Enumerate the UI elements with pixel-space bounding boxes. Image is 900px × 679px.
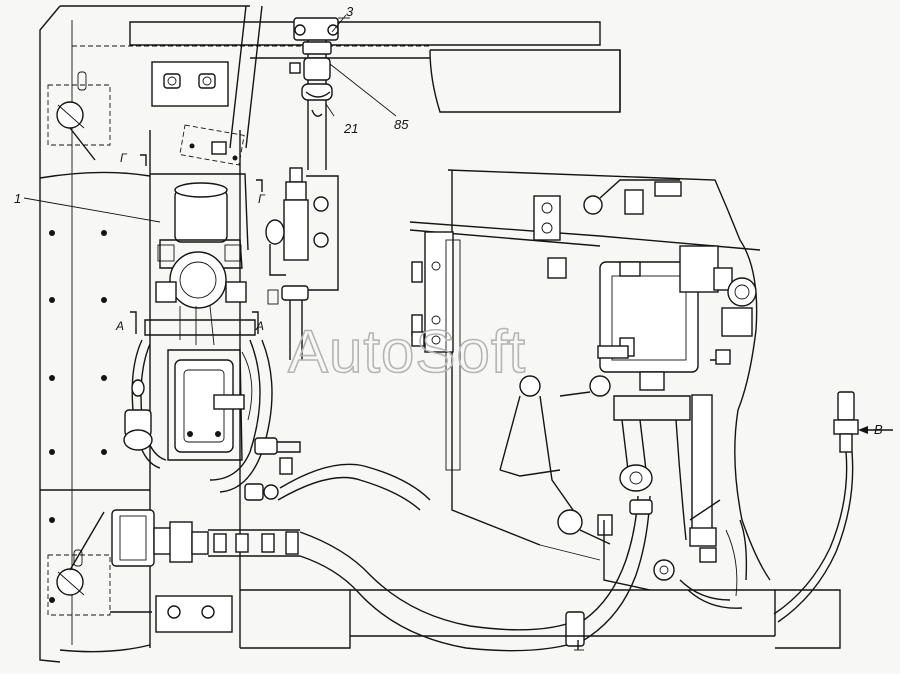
main-assembly <box>144 173 256 346</box>
callouts: 1 3 85 21 B <box>14 4 883 437</box>
section-marks: Г Г А А <box>115 151 266 334</box>
bottom-assembly <box>110 509 300 633</box>
callout-1: 1 <box>14 191 21 206</box>
control-module <box>123 339 273 493</box>
top-crossmember <box>72 21 621 113</box>
left-frame-rail <box>39 5 250 663</box>
watermark: AutoSoft <box>288 318 526 385</box>
valve-tower <box>265 167 339 360</box>
hose-clamp-group <box>289 17 339 170</box>
engine-block <box>409 169 771 609</box>
right-hose <box>773 391 893 623</box>
callout-85: 85 <box>394 117 409 132</box>
callout-3: 3 <box>346 4 354 19</box>
callout-b: B <box>874 422 883 437</box>
main-hoses <box>277 463 651 652</box>
section-mark-g2: Г <box>258 192 266 206</box>
section-mark-g1: Г <box>120 151 128 165</box>
section-mark-a2: А <box>255 319 264 333</box>
middle-fittings <box>244 437 301 501</box>
section-mark-a1: А <box>115 319 124 333</box>
callout-21: 21 <box>343 121 358 136</box>
bottom-rail <box>240 589 841 649</box>
